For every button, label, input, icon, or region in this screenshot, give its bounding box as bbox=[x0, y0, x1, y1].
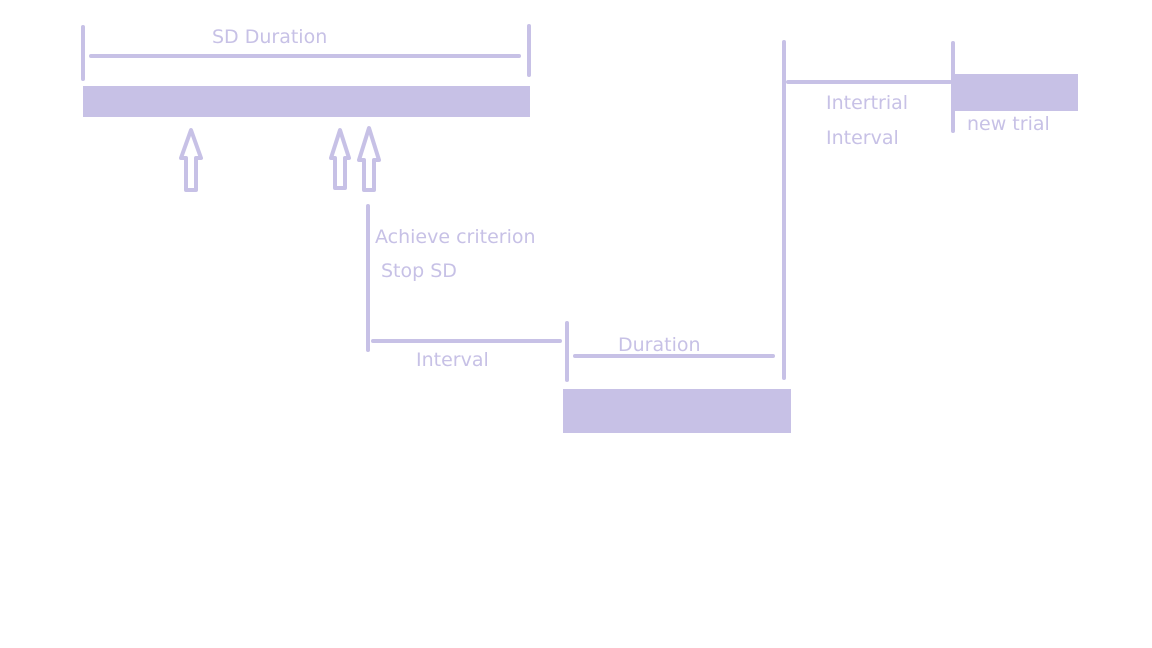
up-arrow-icon bbox=[329, 128, 351, 190]
new-trial-label: new trial bbox=[967, 113, 1050, 135]
achieve-criterion-label: Achieve criterion bbox=[375, 226, 536, 248]
new-trial-bar bbox=[955, 74, 1078, 111]
intertrial-label: Intertrial bbox=[826, 92, 908, 114]
diagram-labels: SD Duration Achieve criterion Stop SD In… bbox=[212, 26, 1050, 371]
stop-sd-label: Stop SD bbox=[381, 260, 457, 282]
up-arrow-icon bbox=[179, 128, 203, 192]
sd-bar bbox=[83, 86, 530, 117]
up-arrow-icon bbox=[357, 126, 381, 192]
interval-label: Interval bbox=[416, 349, 489, 371]
intertrial-interval-label: Interval bbox=[826, 127, 899, 149]
duration-label: Duration bbox=[618, 334, 701, 356]
diagram-shapes bbox=[81, 24, 1078, 433]
outcome-bar bbox=[563, 389, 791, 433]
sd-duration-label: SD Duration bbox=[212, 26, 327, 48]
